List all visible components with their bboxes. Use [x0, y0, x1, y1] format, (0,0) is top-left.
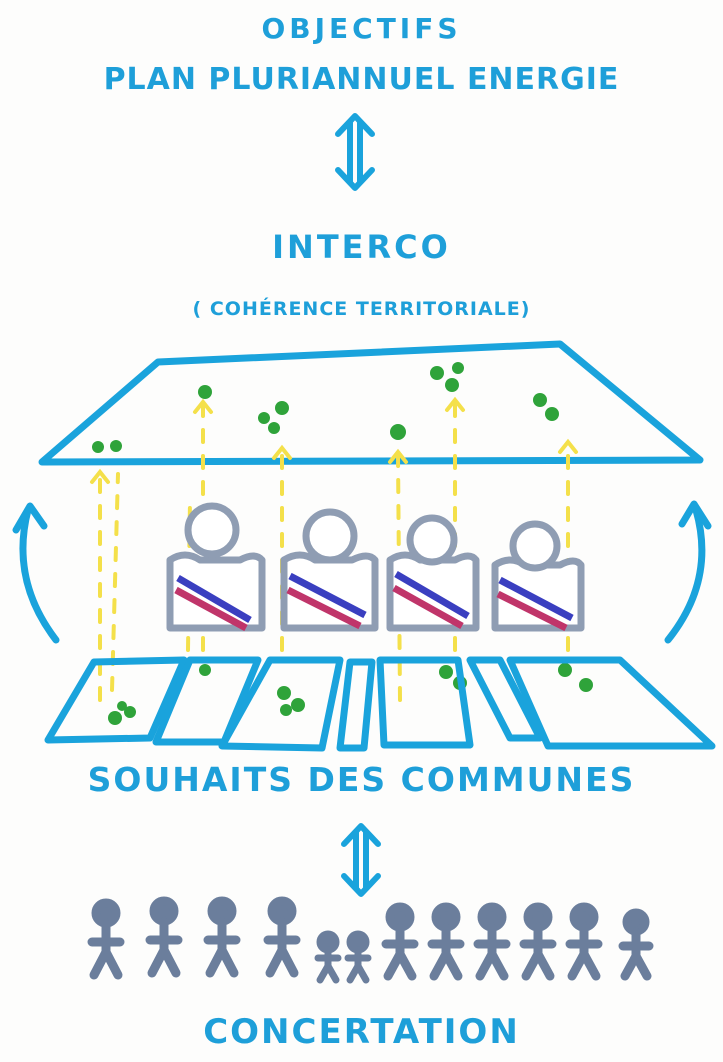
curved-arrow-up-icon [664, 500, 712, 644]
person-icon [618, 908, 654, 981]
person-icon [519, 902, 557, 981]
flow-arrowheads [90, 396, 578, 484]
elected-officials [166, 502, 585, 632]
commune-plot [466, 656, 544, 742]
double-arrow-icon [341, 823, 381, 897]
commune-plot [44, 656, 188, 744]
person-icon [381, 902, 419, 981]
person-icon [565, 902, 603, 981]
person-icon [314, 930, 342, 984]
elected-official-icon [166, 502, 266, 632]
elected-official-icon [386, 514, 480, 632]
label-souhaits: SOUHAiTS DES COMMUNES [87, 760, 636, 799]
person-icon [87, 898, 125, 980]
green-dots [92, 362, 593, 725]
person-icon [145, 896, 183, 978]
person-icon [473, 902, 511, 981]
commune-plot [218, 656, 344, 752]
label-interco: INTERCO [272, 228, 451, 266]
commune-plot [506, 656, 716, 750]
person-icon [344, 930, 372, 984]
commune-plot [336, 658, 376, 752]
elected-official-icon [280, 508, 379, 632]
title-objectifs: OBJECTiFS [261, 12, 462, 45]
double-arrow-icon [335, 113, 375, 191]
curved-arrow-up-icon [12, 502, 60, 644]
label-coherence: ( COHÉRENCE TERRiTORiALE) [192, 298, 531, 320]
elected-official-icon [491, 520, 585, 632]
commune-plots [44, 656, 716, 752]
label-concertation: CONCERTATiON [203, 1012, 520, 1052]
interco-roof [38, 340, 704, 466]
person-icon [203, 896, 241, 978]
title-plan: PLAN PLURiANNUEL ENERGiE [103, 62, 620, 97]
commune-plot [376, 656, 474, 749]
person-icon [263, 896, 301, 978]
person-icon [427, 902, 465, 981]
crowd [87, 896, 654, 984]
